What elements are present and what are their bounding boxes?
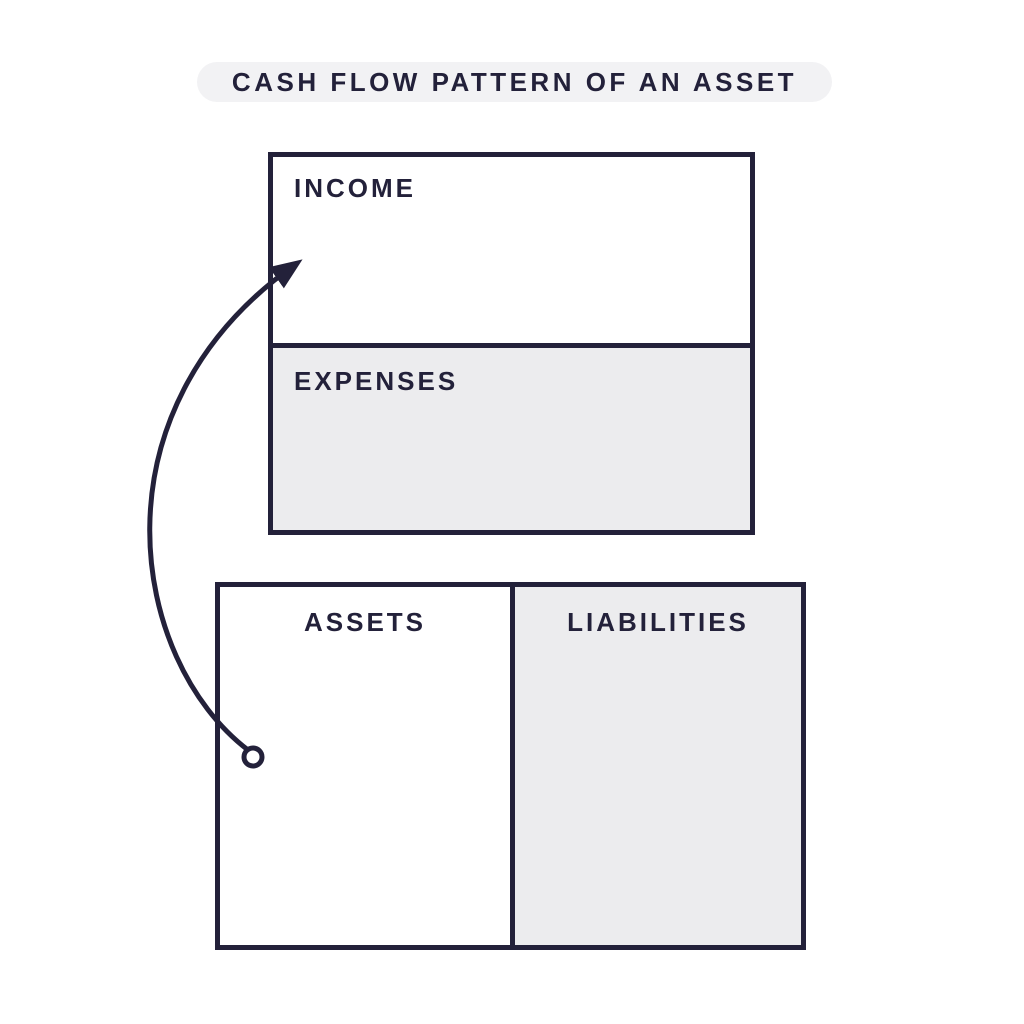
assets-section: ASSETS [220,587,515,945]
balance-sheet-box: ASSETS LIABILITIES [215,582,806,950]
expenses-section: EXPENSES [273,348,750,530]
title-pill: CASH FLOW PATTERN OF AN ASSET [197,62,832,102]
income-statement-box: INCOME EXPENSES [268,152,755,535]
income-label: INCOME [294,173,416,203]
income-section: INCOME [273,157,750,348]
liabilities-section: LIABILITIES [515,587,801,945]
page-title: CASH FLOW PATTERN OF AN ASSET [231,66,798,97]
liabilities-label: LIABILITIES [567,607,749,637]
assets-label: ASSETS [303,607,427,637]
expenses-label: EXPENSES [294,366,459,396]
